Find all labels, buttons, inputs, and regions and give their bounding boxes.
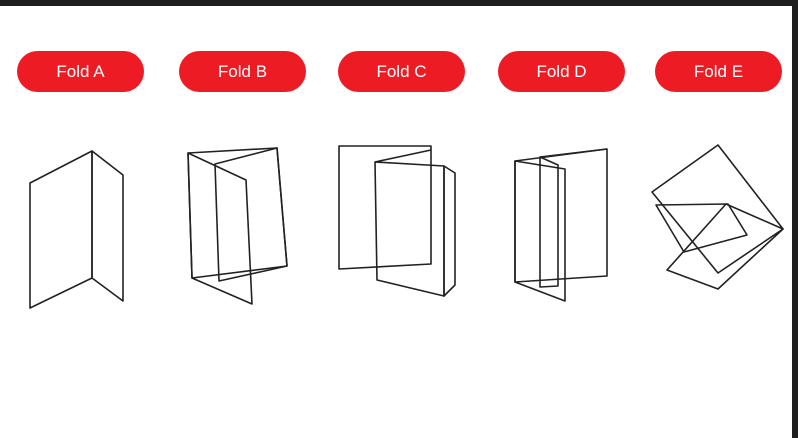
fold-diagram-canvas: Fold A Fold B Fold C Fold D Fold E <box>0 6 792 438</box>
fold-b-inner-panel <box>215 148 287 281</box>
fold-a-illustration <box>30 151 123 308</box>
fold-illustrations <box>0 6 792 438</box>
fold-c-front-panel <box>375 162 444 296</box>
fold-c-crease-top <box>375 150 431 162</box>
fold-d-inner-panel <box>540 157 558 287</box>
fold-c-illustration <box>339 146 455 296</box>
fold-d-crease-top <box>540 149 607 157</box>
fold-b-back-panel <box>188 148 287 278</box>
fold-e-lower-panel <box>667 204 783 289</box>
fold-e-upper-panel <box>652 145 783 273</box>
fold-d-illustration <box>515 149 607 301</box>
fold-e-mid-panel <box>656 204 747 252</box>
fold-c-side-panel <box>444 166 455 296</box>
fold-b-illustration <box>188 148 287 304</box>
fold-a-left-panel <box>30 151 92 308</box>
fold-a-right-panel <box>92 151 123 301</box>
fold-e-illustration <box>652 145 783 289</box>
